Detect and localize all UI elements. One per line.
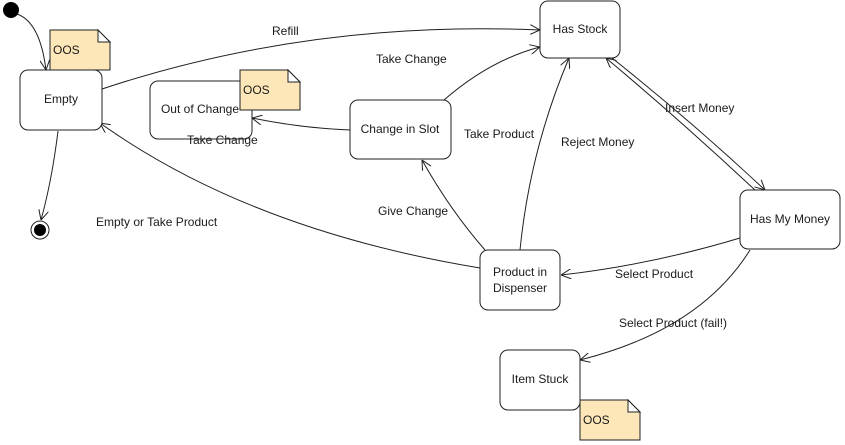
note-item-stuck-oos-text: OOS xyxy=(583,413,610,427)
edge-empty-or-take-product xyxy=(100,123,481,269)
label-give-change: Give Change xyxy=(378,204,448,218)
label-select-product: Select Product xyxy=(615,267,694,281)
edge-select-product xyxy=(561,237,741,275)
note-out-of-change-oos[interactable]: OOS xyxy=(239,68,302,111)
label-take-change-to-out: Take Change xyxy=(187,133,258,147)
state-has-my-money[interactable]: Has My Money xyxy=(739,189,841,250)
label-empty-or-take-product: Empty or Take Product xyxy=(96,215,218,229)
note-item-stuck-oos[interactable]: OOS xyxy=(579,398,642,441)
label-select-product-fail: Select Product (fail!) xyxy=(619,316,727,330)
label-take-product: Take Product xyxy=(464,127,535,141)
state-out-of-change[interactable]: Out of Change xyxy=(149,80,253,140)
state-product-in-dispenser-label-line2: Dispenser xyxy=(493,281,547,295)
state-has-my-money-label: Has My Money xyxy=(750,212,830,226)
note-empty-oos-text: OOS xyxy=(53,43,80,57)
state-item-stuck[interactable]: Item Stuck xyxy=(499,349,581,411)
label-reject-money: Reject Money xyxy=(561,135,634,149)
state-product-in-dispenser[interactable]: Product in Dispenser xyxy=(479,249,561,311)
note-out-of-change-oos-text: OOS xyxy=(243,83,270,97)
edge-insert-money xyxy=(611,57,765,190)
state-empty[interactable]: Empty xyxy=(19,69,103,131)
edge-take-change-to-out xyxy=(252,118,351,131)
state-out-of-change-label: Out of Change xyxy=(161,102,239,116)
edge-take-change-to-stock xyxy=(443,47,540,101)
state-has-stock-label: Has Stock xyxy=(553,22,609,36)
label-insert-money: Insert Money xyxy=(665,101,734,115)
edge-initial-to-empty xyxy=(16,13,46,70)
initial-state-marker[interactable] xyxy=(3,2,19,18)
state-has-stock[interactable]: Has Stock xyxy=(539,0,621,59)
label-refill: Refill xyxy=(272,24,299,38)
state-item-stuck-label: Item Stuck xyxy=(512,372,570,386)
edge-refill xyxy=(101,29,540,90)
edge-take-product xyxy=(519,58,569,251)
edge-give-change xyxy=(422,160,486,251)
edge-reject-money xyxy=(606,58,756,191)
edge-empty-to-final xyxy=(41,130,59,220)
edge-select-product-fail xyxy=(580,249,751,360)
state-product-in-dispenser-label-line1: Product in xyxy=(493,265,547,279)
state-change-in-slot-label: Change in Slot xyxy=(361,122,440,136)
final-state-inner xyxy=(34,224,46,236)
state-change-in-slot[interactable]: Change in Slot xyxy=(349,99,452,160)
note-empty-oos[interactable]: OOS xyxy=(49,28,112,71)
label-take-change-to-stock: Take Change xyxy=(376,52,447,66)
state-empty-label: Empty xyxy=(44,92,78,106)
